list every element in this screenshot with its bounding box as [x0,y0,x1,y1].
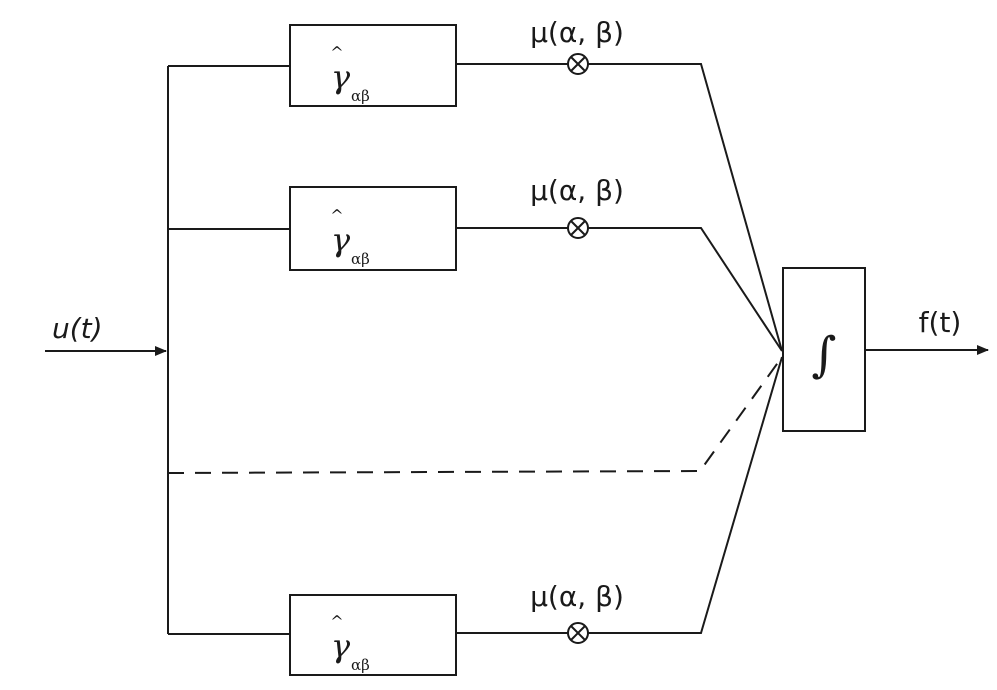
branch-1: ^ γ αβ μ(α, β) [168,16,783,352]
branch-1-filter-box [289,24,457,107]
branch-1-output-line [588,63,783,352]
branch-2-filter-subscript: αβ [351,250,370,268]
branch-n-multiplier-cross-b [570,625,586,641]
branch-n-filter-box [289,594,457,676]
branch-2-weight-label: μ(α, β) [530,174,624,207]
output-label: f(t) [919,306,962,339]
branch-1-filter-symbol: γ [331,58,351,96]
branch-n-filter-subscript: αβ [351,656,370,674]
branch-n-filter-symbol: γ [331,627,351,665]
branch-1-weight-label: μ(α, β) [530,16,624,49]
integrator-box [782,267,866,432]
branch-2-multiplier-cross-b [570,220,586,236]
branch-2: ^ γ αβ μ(α, β) [168,174,783,352]
omitted-branches-line [167,356,783,474]
branch-n-output-line [588,356,783,634]
branch-n-filter-hat: ^ [330,612,343,631]
branch-2-filter-symbol: γ [331,221,351,259]
branch-1-multiplier-cross-b [570,56,586,72]
branch-2-output-line [588,227,783,352]
branch-1-filter-hat: ^ [330,43,343,62]
input-label: u(t) [52,312,103,345]
branch-n: ^ γ αβ μ(α, β) [168,356,783,676]
branch-2-filter-hat: ^ [330,206,343,225]
branch-n-weight-label: μ(α, β) [530,580,624,613]
branch-2-filter-box [289,186,457,271]
integral-icon: ∫ [811,327,836,383]
branch-1-filter-subscript: αβ [351,87,370,105]
